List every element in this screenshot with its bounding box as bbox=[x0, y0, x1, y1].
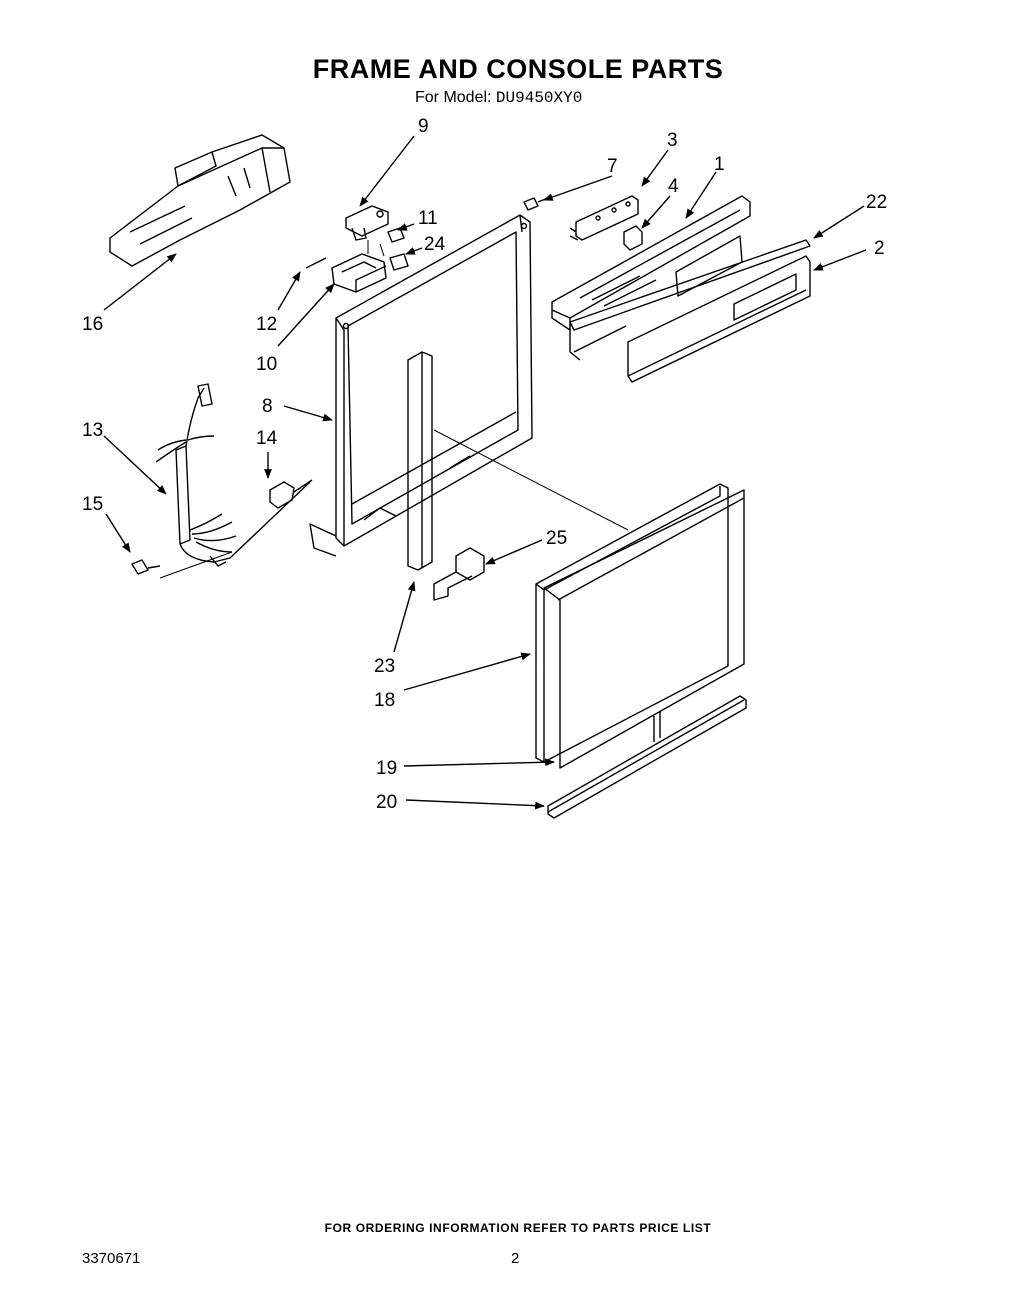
leader-12 bbox=[277, 271, 301, 311]
page-title: FRAME AND CONSOLE PARTS bbox=[312, 54, 724, 84]
leader-10 bbox=[277, 283, 335, 347]
leader-23 bbox=[393, 581, 416, 653]
part-16-console-cover bbox=[109, 134, 291, 267]
part-19-door-insert-panel bbox=[543, 489, 745, 769]
leader-9 bbox=[359, 135, 415, 207]
part-25-clip bbox=[433, 547, 485, 601]
callout-12: 12 bbox=[256, 314, 277, 335]
callout-22: 22 bbox=[866, 192, 887, 213]
callout-7: 7 bbox=[607, 156, 618, 177]
callout-25: 25 bbox=[546, 528, 567, 549]
part-12-latch-pin bbox=[305, 257, 327, 269]
leader-22 bbox=[813, 205, 865, 239]
page-number: 2 bbox=[511, 1250, 520, 1267]
part-24-latch-block bbox=[389, 253, 409, 271]
part-20-bottom-trim bbox=[547, 695, 747, 819]
leader-4 bbox=[641, 195, 671, 229]
part-23-side-trim-strip bbox=[407, 351, 433, 571]
callout-10: 10 bbox=[256, 354, 277, 375]
callout-20: 20 bbox=[376, 792, 397, 813]
leader-11 bbox=[397, 223, 415, 231]
model-prefix: For Model: bbox=[415, 89, 492, 106]
callout-labels: 9 3 7 4 1 22 2 11 24 12 10 16 8 13 14 15… bbox=[82, 116, 887, 813]
callout-16: 16 bbox=[82, 314, 103, 335]
leader-2 bbox=[813, 249, 867, 271]
leader-24 bbox=[405, 247, 423, 255]
leader-25 bbox=[485, 539, 543, 565]
part-1-control-console bbox=[551, 195, 751, 361]
part-8-door-frame bbox=[309, 214, 533, 557]
leader-7 bbox=[543, 175, 613, 201]
callout-2: 2 bbox=[874, 238, 885, 259]
leader-13 bbox=[103, 435, 167, 495]
part-18-door-panel bbox=[535, 483, 729, 763]
part-3-mounting-bracket bbox=[569, 195, 639, 241]
part-14-connector bbox=[269, 479, 313, 509]
part-9-latch-bracket bbox=[345, 205, 389, 241]
part-10-latch-housing bbox=[331, 253, 387, 293]
part-11-latch-block bbox=[387, 227, 405, 243]
callout-3: 3 bbox=[667, 130, 678, 151]
callout-23: 23 bbox=[374, 656, 395, 677]
leader-20 bbox=[405, 799, 545, 810]
callout-19: 19 bbox=[376, 758, 397, 779]
leader-18 bbox=[403, 652, 531, 691]
part-2-control-panel bbox=[627, 255, 811, 383]
alignment-lines bbox=[159, 240, 629, 579]
callout-18: 18 bbox=[374, 690, 395, 711]
model-line: For Model: DU9450XY0 bbox=[415, 89, 582, 107]
callout-11: 11 bbox=[418, 208, 438, 229]
part-22-console-strip bbox=[569, 239, 811, 331]
part-13-wire-harness bbox=[155, 383, 311, 567]
leader-15 bbox=[105, 513, 131, 553]
callout-8: 8 bbox=[262, 396, 273, 417]
callout-1: 1 bbox=[714, 154, 725, 175]
callout-15: 15 bbox=[82, 494, 103, 515]
model-number: DU9450XY0 bbox=[495, 89, 583, 107]
part-15-screw bbox=[131, 559, 161, 575]
leader-8 bbox=[283, 405, 333, 422]
callout-24: 24 bbox=[424, 234, 446, 255]
ordering-note: FOR ORDERING INFORMATION REFER TO PARTS … bbox=[324, 1221, 712, 1235]
leader-1 bbox=[685, 171, 717, 219]
leader-3 bbox=[641, 149, 669, 187]
leader-16 bbox=[103, 253, 177, 311]
callout-9: 9 bbox=[418, 116, 429, 137]
document-number: 3370671 bbox=[82, 1250, 141, 1267]
part-4-switch bbox=[623, 225, 643, 251]
callout-14: 14 bbox=[256, 428, 278, 449]
leader-19 bbox=[403, 758, 555, 767]
callout-13: 13 bbox=[82, 420, 103, 441]
callout-4: 4 bbox=[668, 176, 679, 197]
